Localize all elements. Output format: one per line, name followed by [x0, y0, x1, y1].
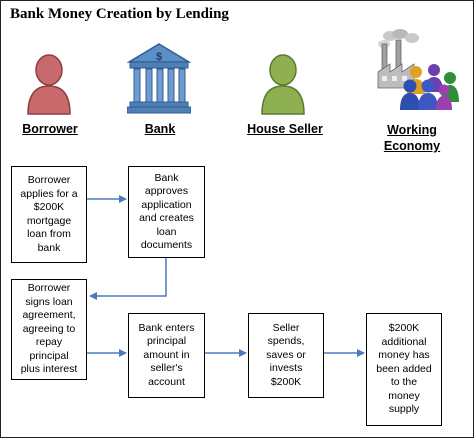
actor-label-house-seller: House Seller: [247, 122, 323, 136]
bank-building-icon: $: [127, 43, 191, 114]
step-box-6: $200K additional money has been added to…: [366, 313, 442, 426]
person-green-icon: [261, 54, 305, 115]
arrow-step2-to-step3: [89, 258, 167, 300]
factory-and-people-icon: [377, 29, 459, 110]
diagram-title: Bank Money Creation by Lending: [10, 6, 229, 22]
person-red-icon: [27, 54, 71, 115]
step-box-4: Bank enters principal amount in seller's…: [128, 313, 205, 398]
actor-label-bank: Bank: [144, 122, 176, 136]
step-box-5: Seller spends, saves or invests $200K: [248, 313, 324, 398]
svg-text:$: $: [156, 51, 162, 63]
step-box-3: Borrower signs loan agreement, agreeing …: [11, 279, 87, 380]
step-box-1: Borrower applies for a $200K mortgage lo…: [11, 166, 87, 263]
actor-label-borrower: Borrower: [22, 122, 78, 136]
step-box-2: Bank approves application and creates lo…: [128, 166, 205, 258]
actor-label-working-economy: Working Economy: [383, 123, 441, 153]
